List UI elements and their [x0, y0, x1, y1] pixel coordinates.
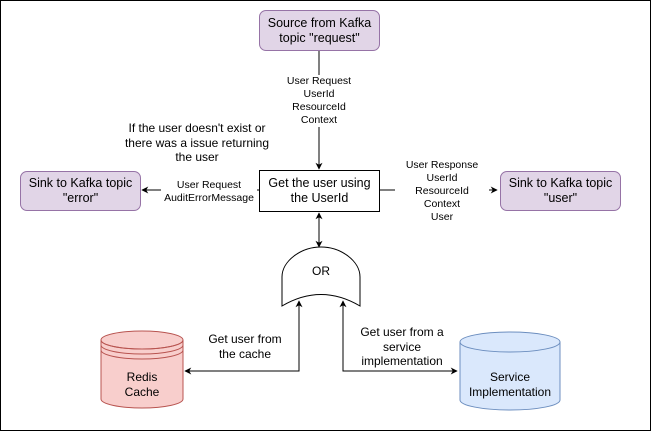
sink-kafka-user-label: Sink to Kafka topic "user": [508, 176, 613, 205]
edge-service-or: [339, 300, 458, 375]
redis-cache-label: Redis Cache: [124, 370, 160, 399]
get-user-label: Get the user using the UserId: [268, 176, 371, 205]
edge-redis-or: [184, 300, 303, 375]
response-fields-label: User Response UserId ResourceId Context …: [395, 159, 489, 224]
or-gate-label: OR: [312, 264, 330, 278]
service-implementation-cylinder: [459, 331, 561, 411]
source-kafka-request-box: Source from Kafka topic "request": [259, 10, 380, 51]
error-condition-note: If the user doesn't exist or there was a…: [124, 121, 270, 164]
request-fields-label: User Request UserId ResourceId Context: [273, 75, 365, 127]
sink-kafka-error-label: Sink to Kafka topic "error": [28, 176, 133, 205]
sink-kafka-user-box: Sink to Kafka topic "user": [500, 171, 621, 211]
service-implementation-label: Service Implementation: [468, 370, 552, 399]
or-gate-shape: [281, 246, 361, 307]
error-fields-label: User Request AuditErrorMessage: [161, 179, 257, 205]
sink-kafka-error-box: Sink to Kafka topic "error": [20, 171, 141, 211]
redis-cache-cylinder: [100, 330, 184, 409]
source-kafka-request-label: Source from Kafka topic "request": [267, 15, 372, 45]
get-from-service-label: Get user from a service implementation: [360, 325, 444, 368]
get-user-box: Get the user using the UserId: [259, 170, 380, 212]
get-from-cache-label: Get user from the cache: [208, 332, 282, 361]
